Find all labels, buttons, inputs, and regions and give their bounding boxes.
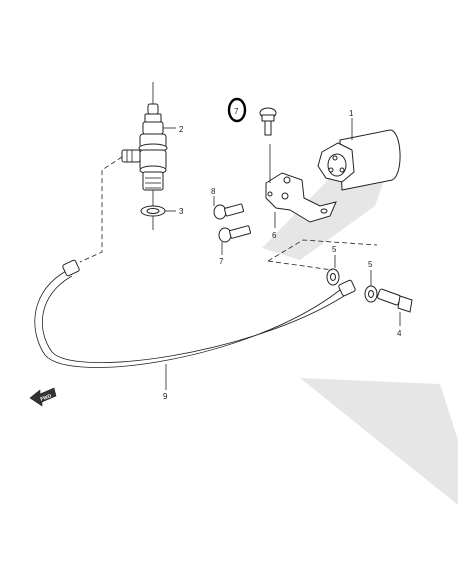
hose-9 bbox=[34, 259, 356, 390]
bolt-7 bbox=[218, 225, 251, 255]
bracket-6 bbox=[265, 144, 337, 228]
callout-5a: 5 bbox=[332, 245, 337, 254]
callout-3: 3 bbox=[179, 207, 184, 216]
callout-2: 2 bbox=[179, 125, 184, 134]
washers-5 bbox=[326, 255, 378, 303]
callout-7: 7 bbox=[219, 257, 224, 266]
callout-8: 8 bbox=[211, 187, 216, 196]
callout-6: 6 bbox=[272, 231, 277, 240]
callout-1: 1 bbox=[349, 109, 354, 118]
fwd-arrow-icon: FWD bbox=[29, 387, 57, 407]
banjo-bolt-4 bbox=[377, 288, 413, 326]
bolt-top-7 bbox=[259, 107, 277, 136]
fwd-label: FWD bbox=[40, 393, 53, 403]
bolt-8 bbox=[213, 196, 245, 220]
callout-5b: 5 bbox=[368, 260, 373, 269]
marker-number: 7 bbox=[234, 107, 239, 116]
valve-assembly bbox=[121, 82, 168, 230]
washer-3 bbox=[140, 205, 166, 217]
highlight-marker[interactable]: 7 bbox=[227, 97, 247, 123]
reservoir-1 bbox=[317, 118, 401, 191]
callout-9: 9 bbox=[163, 392, 168, 401]
callout-4: 4 bbox=[397, 329, 402, 338]
